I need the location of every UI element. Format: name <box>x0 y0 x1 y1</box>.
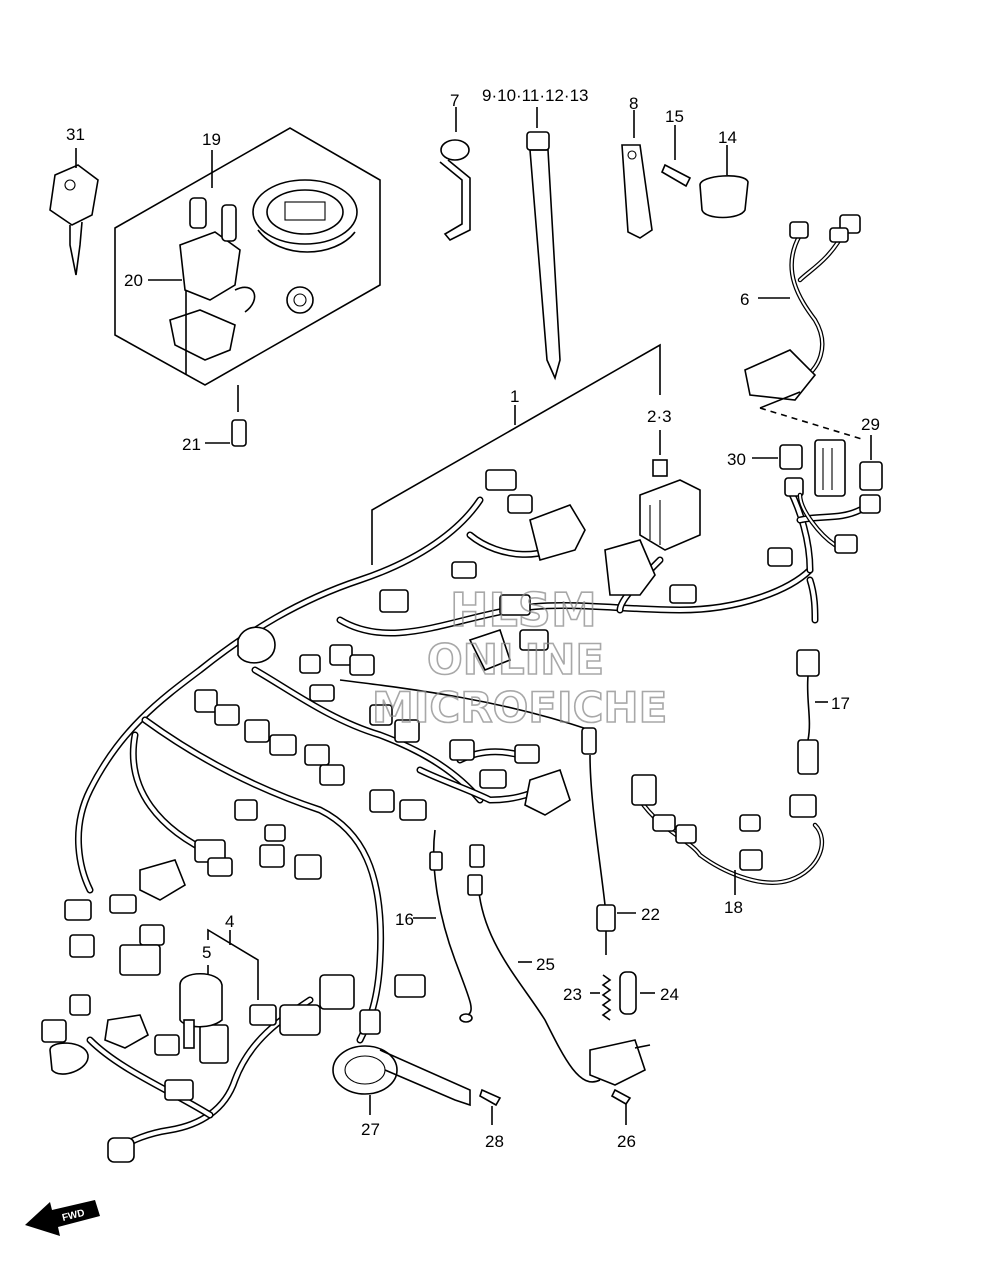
part-25-lead-wire <box>467 844 601 1083</box>
part-22-sensor-wire <box>339 679 636 955</box>
label-8: 8 <box>629 94 638 113</box>
part-7-bracket <box>439 107 471 241</box>
part-19-ignition-kit-box <box>114 127 381 386</box>
label-27: 27 <box>361 1120 380 1139</box>
seat-lock-cylinder <box>286 286 314 314</box>
label-4: 4 <box>225 912 234 931</box>
label-26: 26 <box>617 1132 636 1151</box>
part-29-connector <box>814 435 883 514</box>
fuel-cap-lock <box>252 179 358 253</box>
part-28-bolt <box>479 1088 502 1125</box>
label-23: 23 <box>563 985 582 1004</box>
label-5: 5 <box>202 943 211 962</box>
part-31-key <box>49 148 99 276</box>
label-17: 17 <box>831 694 850 713</box>
label-7: 7 <box>450 91 459 110</box>
watermark-line-3: MICROFICHE <box>372 683 667 732</box>
label-29: 29 <box>861 415 880 434</box>
part-1-callout-bracket <box>371 343 661 565</box>
part-9-13-cable-tie <box>526 107 561 381</box>
label-30: 30 <box>727 450 746 469</box>
label-22: 22 <box>641 905 660 924</box>
label-2-3: 2·3 <box>647 407 672 426</box>
part-5-cap <box>179 973 223 1049</box>
part-8-clamp <box>621 110 653 239</box>
label-28: 28 <box>485 1132 504 1151</box>
part-4-5-callouts <box>207 928 259 1000</box>
label-9-13: 9·10·11·12·13 <box>482 86 588 105</box>
fwd-label: FWD <box>61 1208 86 1224</box>
label-6: 6 <box>740 290 749 309</box>
part-2-3-fuse <box>639 430 701 551</box>
label-24: 24 <box>660 985 679 1004</box>
part-30-connector <box>752 444 858 567</box>
fwd-arrow-icon: FWD <box>25 1200 100 1236</box>
label-14: 14 <box>718 128 737 147</box>
watermark-line-1: HLSM <box>450 583 597 637</box>
part-24-sleeve <box>619 971 655 1015</box>
label-20: 20 <box>124 271 143 290</box>
label-16: 16 <box>395 910 414 929</box>
part-23-spring <box>590 974 612 1021</box>
part-26-switch <box>589 1039 651 1125</box>
part-16-lead-wire <box>413 829 473 1023</box>
label-1: 1 <box>510 387 519 406</box>
label-18: 18 <box>724 898 743 917</box>
part-27-horn-bracket <box>332 1045 471 1115</box>
main-harness-connectors <box>41 469 697 1163</box>
part-14-clip <box>699 145 749 219</box>
watermark-line-2: ONLINE <box>427 635 604 684</box>
label-31: 31 <box>66 125 85 144</box>
label-15: 15 <box>665 107 684 126</box>
callout-labels: 31 19 20 21 7 9·10·11·12·13 8 15 14 6 1 … <box>66 86 880 1151</box>
part-6-sub-harness <box>744 214 866 441</box>
part-20-ignition-switch <box>148 197 256 375</box>
label-19: 19 <box>202 130 221 149</box>
part-18-sub-harness <box>631 774 825 895</box>
watermark: HLSM ONLINE MICROFICHE <box>371 582 668 733</box>
part-21-screw <box>205 385 247 447</box>
part-15-bolt <box>660 125 692 188</box>
label-25: 25 <box>536 955 555 974</box>
label-21: 21 <box>182 435 201 454</box>
part-17-sub-harness <box>796 649 828 775</box>
